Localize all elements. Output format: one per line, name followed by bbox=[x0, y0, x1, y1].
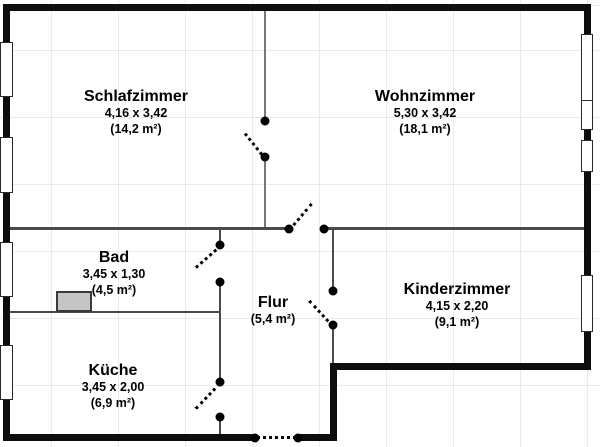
door-kinderzimmer-hinge-dot bbox=[328, 320, 338, 330]
room-dimensions: 3,45 x 2,00 bbox=[81, 380, 145, 395]
room-dimensions: 4,15 x 2,20 bbox=[425, 299, 489, 314]
window-schlafzimmer-1-icon bbox=[0, 42, 13, 97]
room-area: (9,1 m²) bbox=[434, 315, 480, 330]
outer-wall-top bbox=[3, 4, 591, 11]
interior-wall-horizontal-right bbox=[324, 227, 584, 230]
outer-wall-left bbox=[3, 4, 10, 441]
room-label-bad: Bad 3,45 x 1,30 (4,5 m²) bbox=[83, 249, 146, 299]
room-name: Küche bbox=[88, 362, 138, 379]
outer-wall-bottom bbox=[3, 434, 337, 441]
room-area: (14,2 m²) bbox=[110, 122, 162, 137]
outer-wall-right bbox=[584, 4, 591, 370]
window-kueche-icon bbox=[0, 345, 13, 400]
entrance-door-jamb-dot-left bbox=[250, 433, 260, 443]
door-kueche-hinge-dot bbox=[215, 377, 225, 387]
entrance-door-icon bbox=[257, 436, 296, 439]
wall-kinderzimmer-flur-upper bbox=[332, 230, 334, 291]
room-dimensions: 5,30 x 3,42 bbox=[393, 106, 457, 121]
room-name: Schlafzimmer bbox=[83, 88, 189, 105]
door-bad-hinge-dot bbox=[215, 240, 225, 250]
room-label-schlafzimmer: Schlafzimmer 4,16 x 3,42 (14,2 m²) bbox=[84, 88, 188, 138]
wall-schlafzimmer-wohnzimmer-upper bbox=[264, 11, 266, 121]
window-wohnzimmer-2-icon bbox=[581, 100, 593, 130]
wall-kueche-flur-lower bbox=[219, 417, 221, 434]
wall-kinderzimmer-flur-lower bbox=[332, 325, 334, 363]
wall-bad-kueche-horizontal bbox=[10, 311, 221, 313]
room-label-kinderzimmer: Kinderzimmer 4,15 x 2,20 (9,1 m²) bbox=[404, 281, 511, 331]
window-wohnzimmer-3-icon bbox=[581, 140, 593, 172]
room-area: (18,1 m²) bbox=[399, 122, 451, 137]
door-schlafzimmer-hinge-dot bbox=[260, 152, 270, 162]
outer-wall-kinderzimmer-bottom bbox=[330, 363, 591, 370]
interior-wall-horizontal-left bbox=[10, 227, 289, 230]
door-wohnzimmer-hinge-dot bbox=[284, 224, 294, 234]
room-dimensions: 3,45 x 1,30 bbox=[82, 267, 146, 282]
bathroom-fixture-icon bbox=[56, 291, 92, 312]
wall-bad-flur-upper bbox=[219, 230, 221, 245]
outer-wall-jog bbox=[330, 363, 337, 441]
room-label-kueche: Küche 3,45 x 2,00 (6,9 m²) bbox=[82, 362, 145, 412]
window-kinderzimmer-icon bbox=[581, 275, 593, 332]
room-name: Kinderzimmer bbox=[403, 281, 511, 298]
room-name: Flur bbox=[257, 294, 289, 311]
room-area: (6,9 m²) bbox=[90, 396, 136, 411]
door-kueche-jamb-dot bbox=[215, 412, 225, 422]
room-dimensions: 4,16 x 3,42 bbox=[104, 106, 168, 121]
entrance-door-jamb-dot-right bbox=[293, 433, 303, 443]
room-area: (4,5 m²) bbox=[91, 283, 137, 298]
wall-bad-kueche-mid bbox=[219, 282, 221, 382]
door-bad-jamb-dot bbox=[215, 277, 225, 287]
window-bad-icon bbox=[0, 242, 13, 297]
wall-schlafzimmer-wohnzimmer-lower bbox=[264, 157, 266, 227]
room-area: (5,4 m²) bbox=[250, 312, 296, 327]
door-wohnzimmer-jamb-dot bbox=[319, 224, 329, 234]
door-kinderzimmer-jamb-dot bbox=[328, 286, 338, 296]
room-label-wohnzimmer: Wohnzimmer 5,30 x 3,42 (18,1 m²) bbox=[375, 88, 475, 138]
window-wohnzimmer-1-icon bbox=[581, 34, 593, 101]
window-schlafzimmer-2-icon bbox=[0, 137, 13, 193]
door-schlafzimmer-jamb-dot bbox=[260, 116, 270, 126]
room-label-flur: Flur (5,4 m²) bbox=[251, 294, 295, 328]
room-name: Wohnzimmer bbox=[374, 88, 476, 105]
room-name: Bad bbox=[98, 249, 130, 266]
